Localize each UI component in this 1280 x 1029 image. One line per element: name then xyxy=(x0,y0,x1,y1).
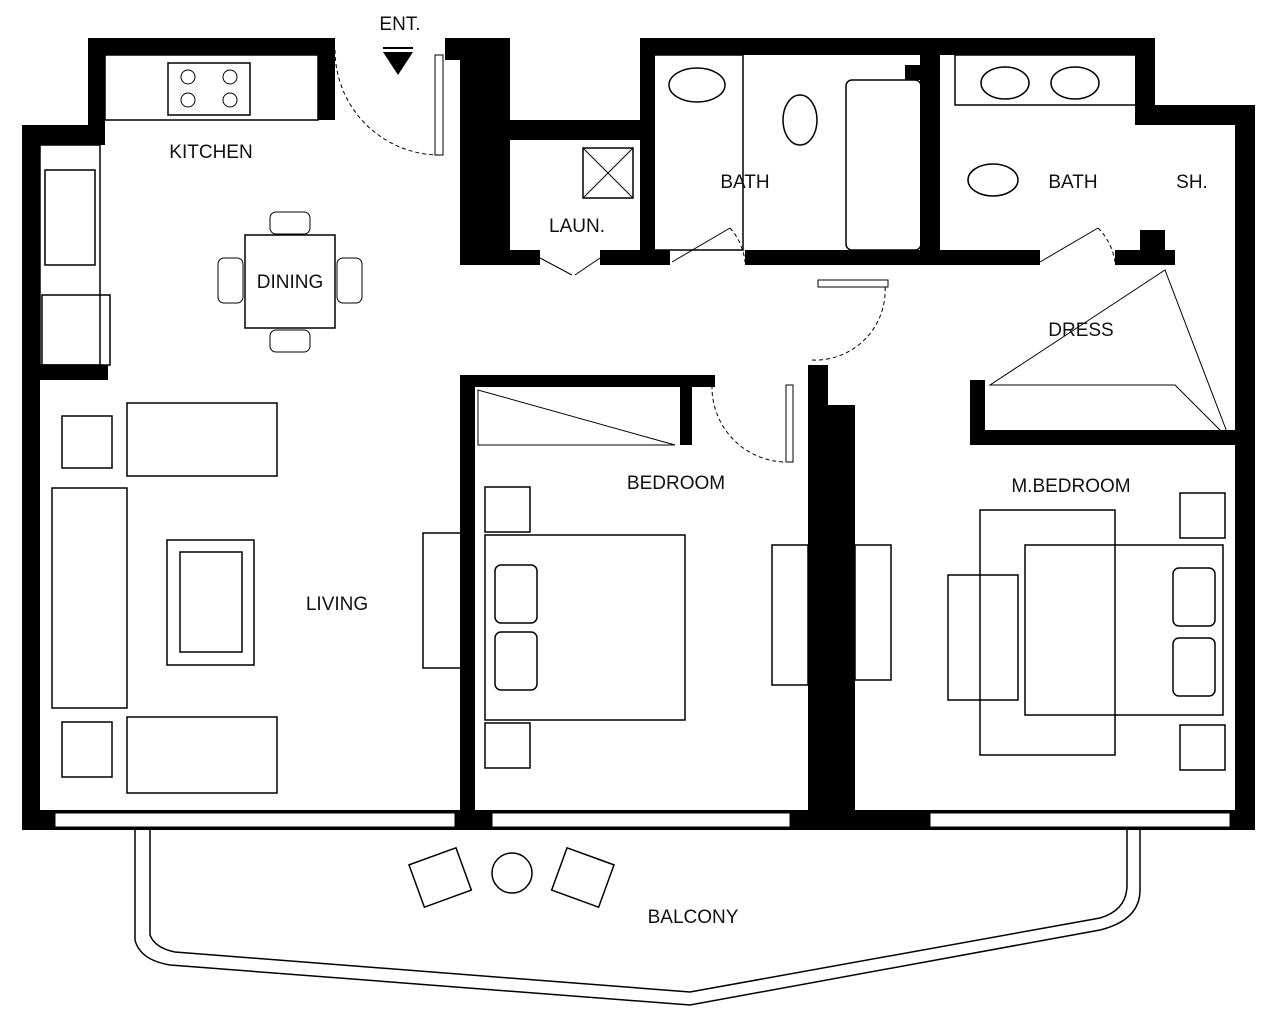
bath-label: BATH xyxy=(1048,172,1097,193)
toilet-icon xyxy=(967,163,1019,197)
entrance-label: ENT. xyxy=(379,14,420,35)
dining-label: DINING xyxy=(257,272,324,293)
sink-icon xyxy=(44,169,96,266)
furniture xyxy=(39,54,1231,794)
nightstand xyxy=(484,722,531,769)
side-table xyxy=(61,721,113,778)
wardrobe xyxy=(477,389,676,446)
balcony-chair xyxy=(408,846,473,909)
coffee-table xyxy=(179,551,243,653)
balcony-chair xyxy=(550,846,615,909)
master-bedroom-label: M.BEDROOM xyxy=(1011,476,1130,497)
sofa-top xyxy=(126,402,278,477)
nightstand xyxy=(484,486,531,533)
room-labels: ENT. KITCHEN DINING LAUN. BATH BATH SH. … xyxy=(169,14,1208,928)
sofa-left xyxy=(51,487,128,709)
bed xyxy=(484,534,686,721)
entrance-marker xyxy=(383,47,413,75)
basin-icon xyxy=(1050,66,1100,100)
bedroom-label: BEDROOM xyxy=(627,473,725,494)
tv-unit xyxy=(771,544,809,686)
wardrobe xyxy=(988,269,1231,441)
living-label: LIVING xyxy=(306,594,368,615)
toilet-icon xyxy=(782,94,818,146)
rug xyxy=(166,539,255,666)
bench xyxy=(947,574,1019,701)
tv-unit xyxy=(854,544,892,681)
balcony xyxy=(134,830,1141,1006)
sofa-bottom xyxy=(126,716,278,794)
kitchen-label: KITCHEN xyxy=(169,142,252,163)
nightstand xyxy=(1179,492,1226,539)
desk xyxy=(422,532,464,669)
nightstand xyxy=(1179,724,1226,771)
doors xyxy=(334,49,1116,463)
dress-label: DRESS xyxy=(1048,320,1113,341)
dining-table xyxy=(244,234,336,329)
bathtub-icon xyxy=(845,79,922,251)
side-table xyxy=(61,415,113,469)
shower-label: SH. xyxy=(1176,172,1208,193)
laundry-label: LAUN. xyxy=(549,216,605,237)
fridge xyxy=(41,294,111,366)
bed xyxy=(1024,544,1224,716)
balcony-table xyxy=(491,852,533,894)
entrance-arrow-icon xyxy=(383,52,413,75)
basin-icon xyxy=(980,66,1030,100)
stove-icon xyxy=(167,62,251,116)
kitchen-counter xyxy=(104,54,319,121)
rug xyxy=(979,509,1116,756)
walls xyxy=(22,38,1255,830)
basin-icon xyxy=(668,67,726,103)
balcony-label: BALCONY xyxy=(648,907,739,928)
kitchen-side-counter xyxy=(39,144,101,366)
washer-icon xyxy=(582,147,634,199)
bath-label: BATH xyxy=(720,172,769,193)
